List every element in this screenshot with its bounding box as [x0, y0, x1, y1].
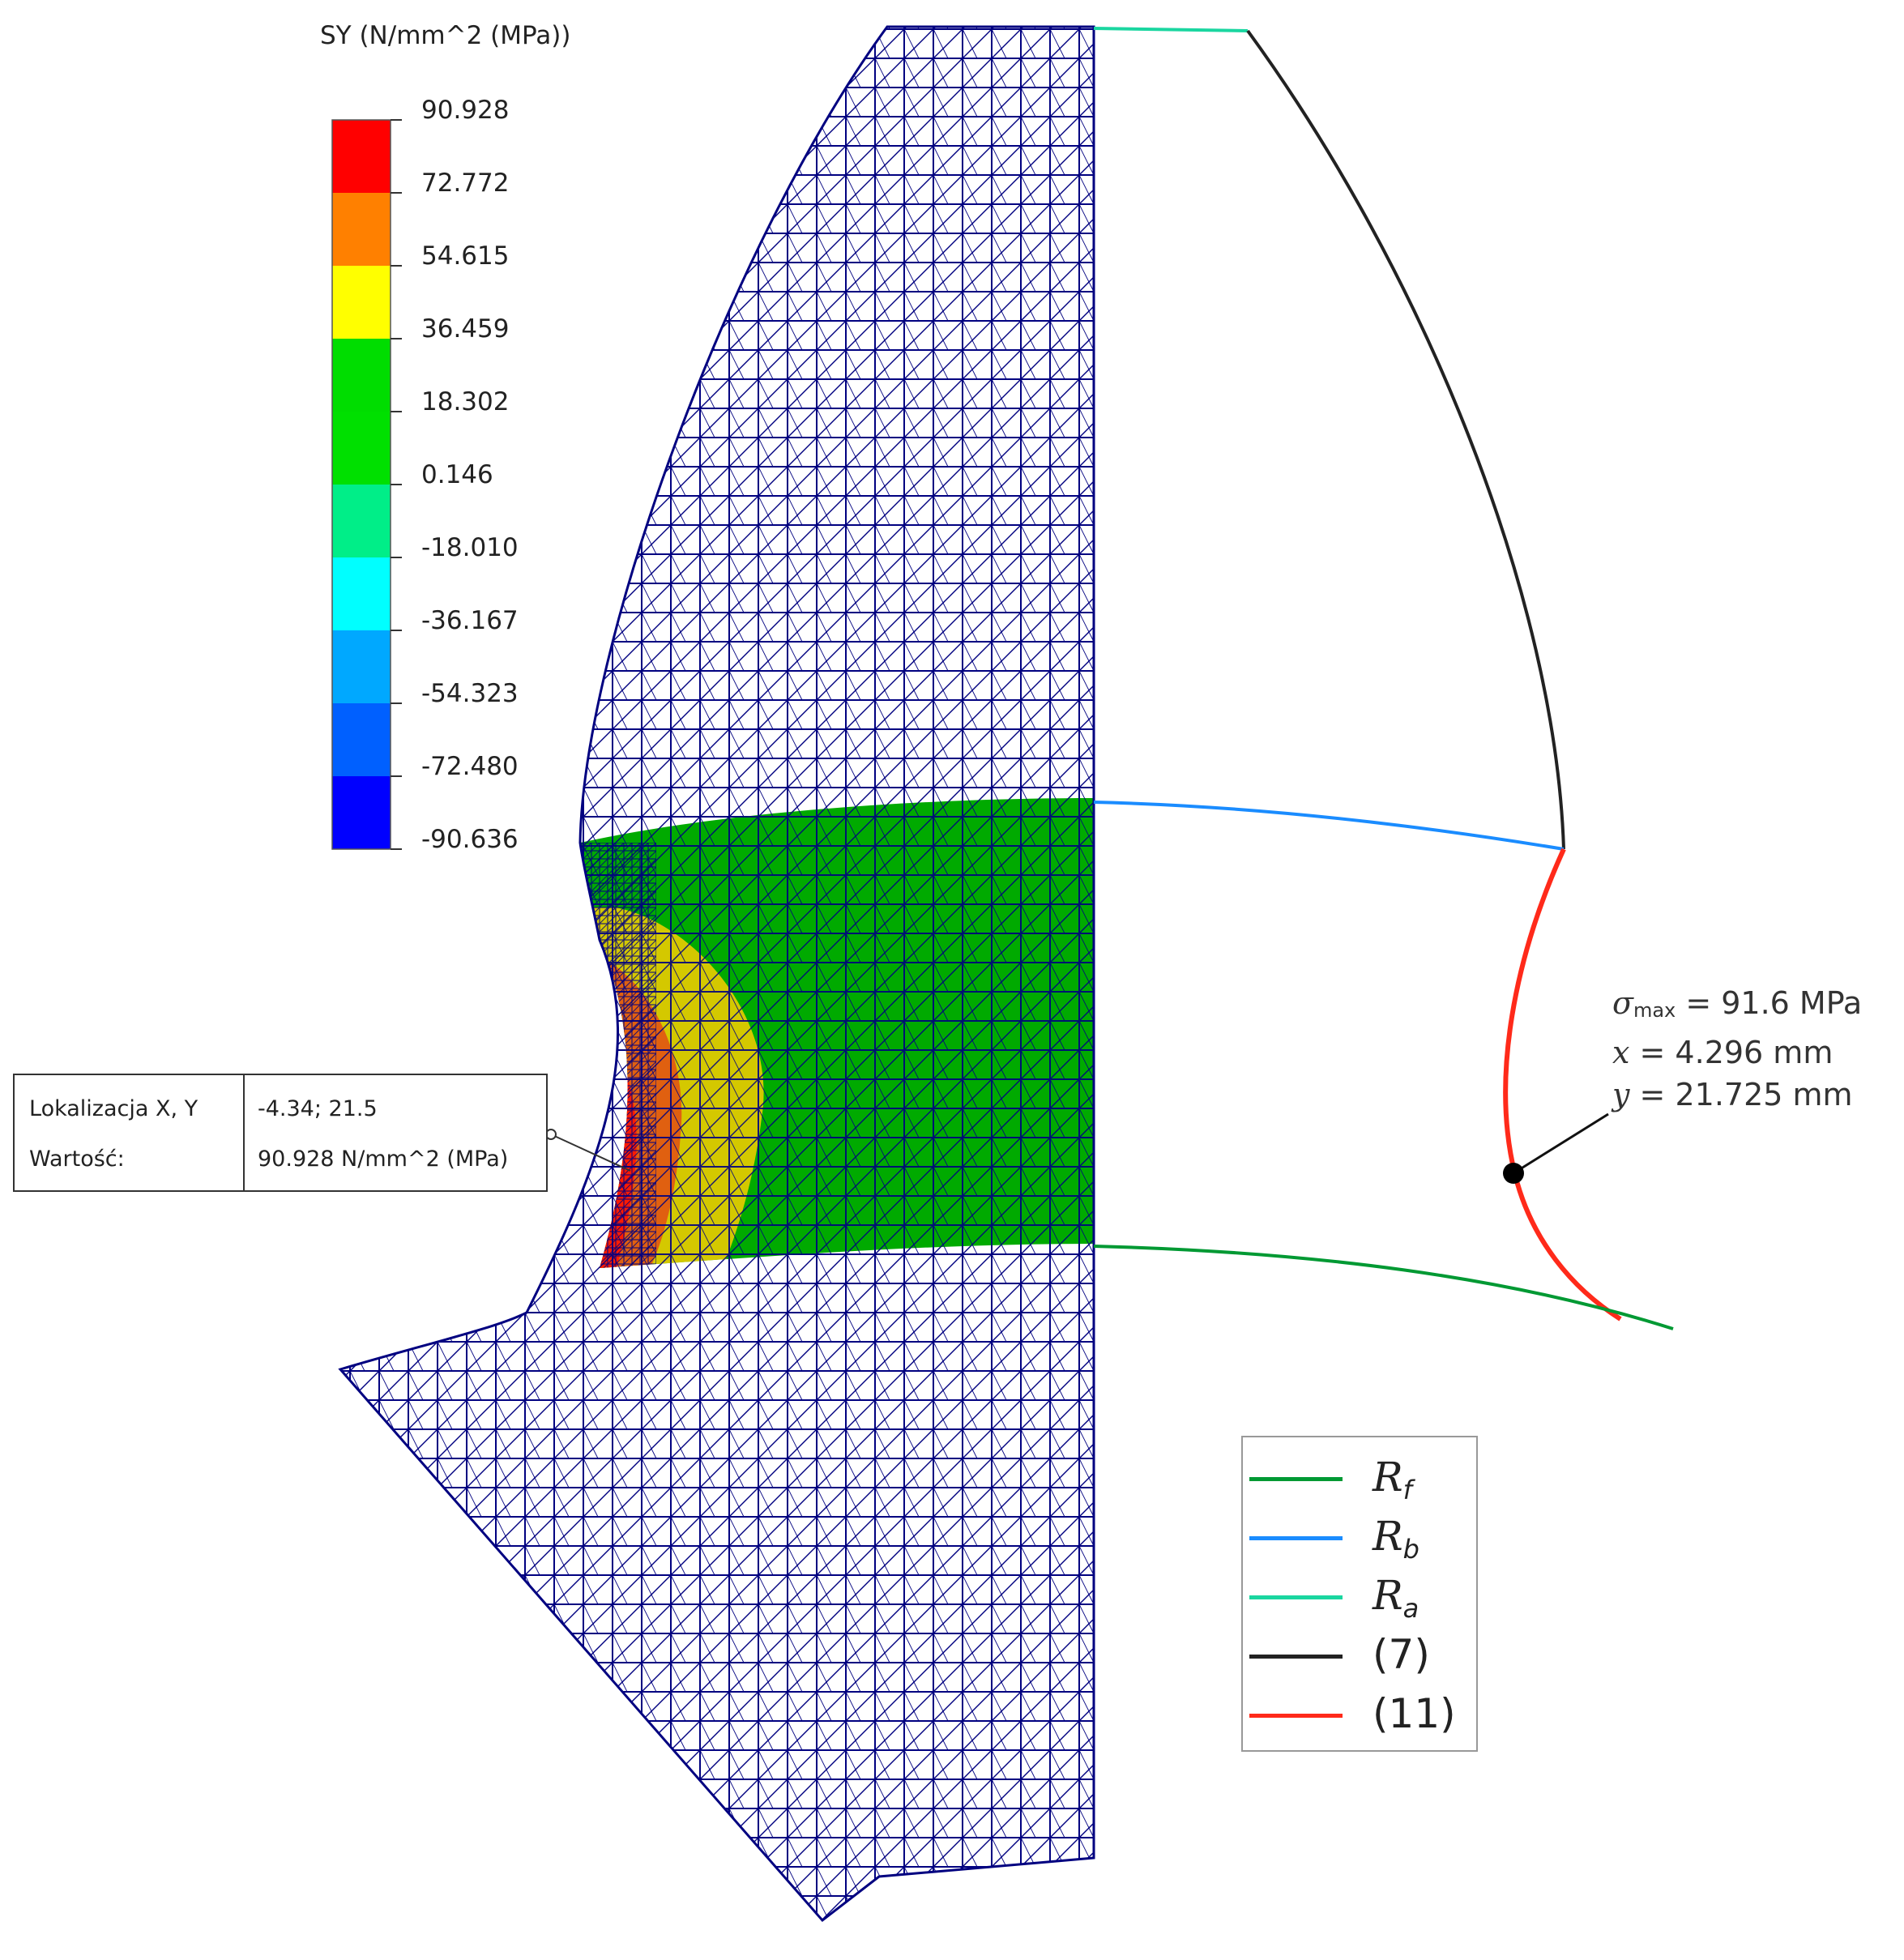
stress-band — [580, 798, 1094, 1268]
legend-label-text: (11) — [1373, 1690, 1456, 1737]
x-symbol: x — [1612, 1035, 1630, 1070]
x-line: x = 4.296 mm — [1612, 1031, 1862, 1074]
colorbar — [331, 119, 402, 850]
legend-swatch — [1249, 1714, 1343, 1718]
colorbar-band — [332, 120, 391, 193]
legend-label-base: R — [1373, 1454, 1403, 1501]
legend-swatch — [1249, 1536, 1343, 1540]
legend-label: (7) — [1373, 1631, 1430, 1678]
colorbar-tick-label: -18.010 — [421, 533, 519, 562]
sigma-value: = 91.6 MPa — [1676, 985, 1863, 1021]
probe-location-label: Lokalizacja X, Y — [29, 1096, 199, 1121]
legend-label: Rf — [1373, 1454, 1412, 1505]
probe-location-value: -4.34; 21.5 — [258, 1096, 378, 1121]
mesh-outline — [338, 25, 1095, 1923]
curve-11 — [1503, 848, 1622, 1322]
colorbar-band — [332, 266, 391, 339]
legend-item: (11) — [1243, 1684, 1476, 1747]
colorbar-band — [332, 776, 391, 849]
legend-item: Rb — [1243, 1506, 1476, 1569]
sigma-symbol: σ — [1612, 985, 1633, 1021]
colorbar-tick-label: -54.323 — [421, 679, 519, 708]
curve-rb — [1093, 801, 1565, 851]
sigma-subscript: max — [1633, 999, 1676, 1022]
colorbar-tick-label: 72.772 — [421, 169, 510, 198]
max-stress-annotation: σmax = 91.6 MPa x = 4.296 mm y = 21.725 … — [1612, 982, 1862, 1116]
curve-ra — [1093, 27, 1249, 32]
probe-value-label: Wartość: — [29, 1147, 125, 1172]
legend-label-sub: b — [1402, 1534, 1419, 1565]
y-symbol: y — [1612, 1077, 1630, 1112]
colorbar-tick-label: -90.636 — [421, 825, 519, 854]
curve-7 — [1246, 29, 1565, 850]
colorbar-tick-label: -72.480 — [421, 752, 519, 781]
colorbar-tick-label: 18.302 — [421, 387, 510, 416]
legend-swatch — [1249, 1655, 1343, 1659]
x-value: = 4.296 mm — [1629, 1035, 1834, 1070]
probe-readout: Lokalizacja X, Y -4.34; 21.5 Wartość: 90… — [13, 1074, 548, 1192]
colorbar-band — [332, 557, 391, 630]
y-value: = 21.725 mm — [1629, 1077, 1853, 1112]
colorbar-tick-label: -36.167 — [421, 606, 519, 635]
colorbar-band — [332, 703, 391, 776]
legend-label: Rb — [1373, 1513, 1419, 1565]
colorbar-band — [332, 193, 391, 266]
legend-swatch — [1249, 1477, 1343, 1481]
sigma-line: σmax = 91.6 MPa — [1612, 982, 1862, 1031]
stress-band-mesh — [580, 798, 1094, 1268]
legend-item: (7) — [1243, 1625, 1476, 1688]
legend-label-text: (7) — [1373, 1631, 1430, 1678]
legend-label: Ra — [1373, 1572, 1419, 1624]
legend-label-sub: f — [1402, 1475, 1412, 1505]
colorbar-band — [332, 339, 391, 412]
colorbar-tick-label: 90.928 — [421, 96, 510, 125]
colorbar-band — [332, 412, 391, 485]
probe-value-value: 90.928 N/mm^2 (MPa) — [258, 1147, 509, 1172]
annotation-leader — [1513, 1112, 1609, 1175]
legend-label-base: R — [1373, 1572, 1403, 1619]
legend-label-sub: a — [1402, 1593, 1419, 1624]
y-line: y = 21.725 mm — [1612, 1074, 1862, 1116]
colorbar-band — [332, 485, 391, 557]
max-stress-point — [1503, 1163, 1524, 1184]
legend-item: Rf — [1243, 1447, 1476, 1510]
legend-item: Ra — [1243, 1565, 1476, 1629]
colorbar-tick-label: 0.146 — [421, 460, 493, 489]
legend-swatch — [1249, 1595, 1343, 1599]
legend-label: (11) — [1373, 1690, 1456, 1737]
probe-leader — [550, 1134, 631, 1172]
probe-divider — [243, 1075, 245, 1190]
colorbar-band — [332, 630, 391, 703]
curve-rf — [1093, 1245, 1674, 1330]
colorbar-title: SY (N/mm^2 (MPa)) — [320, 21, 571, 50]
legend-label-base: R — [1373, 1513, 1403, 1560]
colorbar-tick-label: 36.459 — [421, 314, 510, 344]
colorbar-tick-label: 54.615 — [421, 241, 510, 271]
